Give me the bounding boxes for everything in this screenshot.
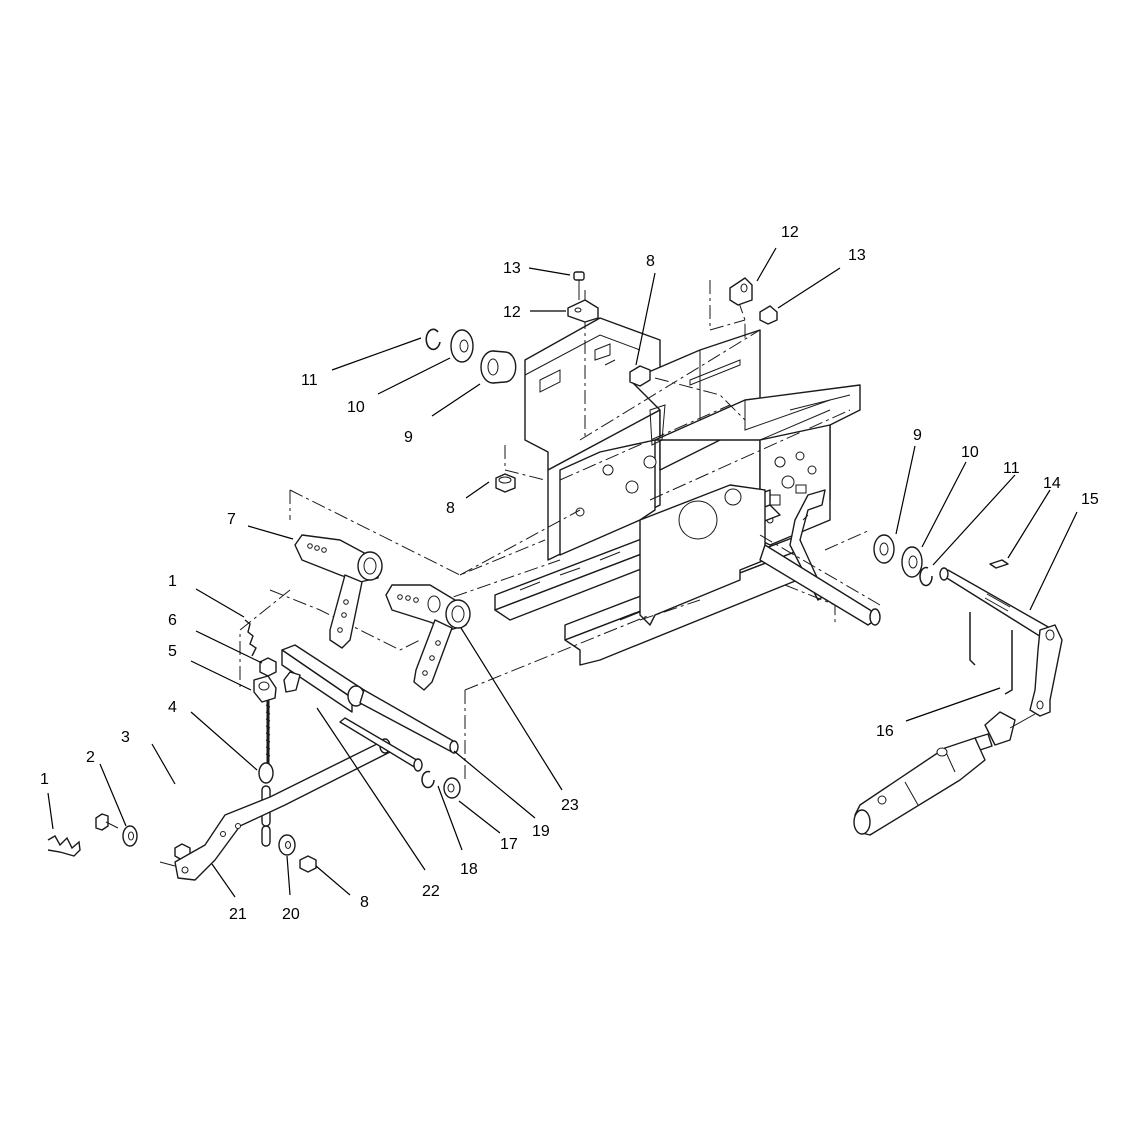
callout-11: 11	[1003, 460, 1020, 477]
clevis-pin-2	[95, 813, 119, 831]
callout-7: 7	[227, 511, 236, 528]
callout-12: 12	[503, 304, 521, 321]
callout-13: 13	[503, 260, 521, 277]
callout-17: 17	[500, 836, 518, 853]
callout-1: 1	[40, 771, 49, 788]
callout-23: 23	[561, 797, 579, 814]
main-frame	[239, 280, 881, 780]
callout-20: 20	[282, 906, 300, 923]
lift-arm-21	[159, 738, 391, 881]
callout-13: 13	[848, 247, 866, 264]
hydraulic-cylinder-16	[853, 711, 1036, 836]
retaining-ring-11-right	[919, 566, 933, 587]
callout-18: 18	[460, 861, 478, 878]
bushing-9-left	[480, 350, 517, 384]
callout-11: 11	[301, 372, 318, 389]
retaining-ring-11-left	[425, 328, 441, 351]
clamp-12-upper	[567, 299, 599, 323]
callout-16: 16	[876, 723, 894, 740]
threaded-rod-4	[258, 700, 274, 784]
callout-22: 22	[422, 883, 440, 900]
clamp-12-right	[729, 277, 753, 306]
nut-8-lower	[299, 855, 317, 873]
callout-8: 8	[646, 253, 655, 270]
bar-19	[339, 717, 423, 772]
callout-3: 3	[121, 729, 130, 746]
callout-19: 19	[532, 823, 550, 840]
callout-2: 2	[86, 749, 95, 766]
washer-2	[122, 825, 138, 847]
washer-10-left	[450, 329, 474, 363]
bolt-13-right	[759, 305, 778, 325]
callout-10: 10	[347, 399, 365, 416]
callout-8: 8	[360, 894, 369, 911]
retaining-ring-18	[421, 770, 435, 789]
callout-15: 15	[1081, 491, 1099, 508]
leader-lines	[47, 247, 1078, 898]
callout-10: 10	[961, 444, 979, 461]
hairpin-1-upper	[244, 619, 257, 657]
callout-12: 12	[781, 224, 799, 241]
callout-1: 1	[168, 573, 177, 590]
callout-labels: 13 12 8 12 13 11 10 9 8 7 1 6 5 4 3 2 1 …	[40, 224, 1099, 923]
washer-10-right	[901, 546, 923, 578]
callout-21: 21	[229, 906, 247, 923]
callout-5: 5	[168, 643, 177, 660]
chain-link	[261, 785, 271, 847]
nut-6	[259, 657, 277, 677]
pivot-shaft-22	[281, 644, 459, 754]
washer-20	[278, 834, 296, 856]
callout-8: 8	[446, 500, 455, 517]
callout-14: 14	[1043, 475, 1061, 492]
callout-4: 4	[168, 699, 177, 716]
bushing-17	[443, 777, 461, 799]
shaft-15	[939, 567, 1063, 717]
bellcrank-7	[294, 534, 383, 649]
bushing-9-right	[873, 534, 895, 564]
swivel-5	[253, 675, 277, 703]
callout-9: 9	[913, 427, 922, 444]
spring-clips	[969, 612, 1013, 695]
key-14	[989, 559, 1009, 569]
hairpin-1-lower	[47, 835, 81, 857]
bellcrank-23	[385, 584, 471, 691]
nut-8-mid	[495, 473, 516, 493]
callout-9: 9	[404, 429, 413, 446]
callout-6: 6	[168, 612, 177, 629]
nut-8-upper	[629, 365, 651, 387]
bolt-13-upper	[573, 271, 585, 300]
